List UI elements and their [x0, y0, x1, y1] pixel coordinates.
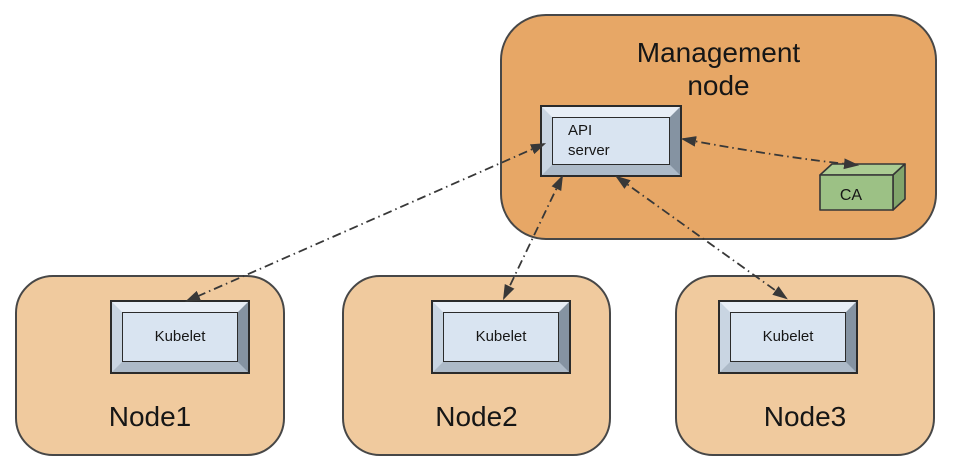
- kubelet-box-node2: Kubelet: [431, 300, 571, 374]
- kubelet-box-node1: Kubelet: [110, 300, 250, 374]
- kubelet-box-node3: Kubelet: [718, 300, 858, 374]
- kubelet-label-node3: Kubelet: [762, 328, 814, 346]
- api-server-label: API server: [568, 122, 610, 159]
- api-server-box: API server: [540, 105, 682, 177]
- kubelet-label-node1: Kubelet: [154, 328, 206, 346]
- worker-node-2-label: Node2: [435, 401, 518, 432]
- worker-node-1: Kubelet Node1: [15, 275, 285, 456]
- management-node-title: Management node: [636, 37, 801, 101]
- management-node: Management node API server: [500, 14, 937, 240]
- worker-node-1-label: Node1: [108, 401, 192, 432]
- worker-node-2: Kubelet Node2: [342, 275, 611, 456]
- worker-node-3: Kubelet Node3: [675, 275, 935, 456]
- worker-node-3-label: Node3: [763, 401, 847, 432]
- kubelet-label-node2: Kubelet: [475, 328, 527, 346]
